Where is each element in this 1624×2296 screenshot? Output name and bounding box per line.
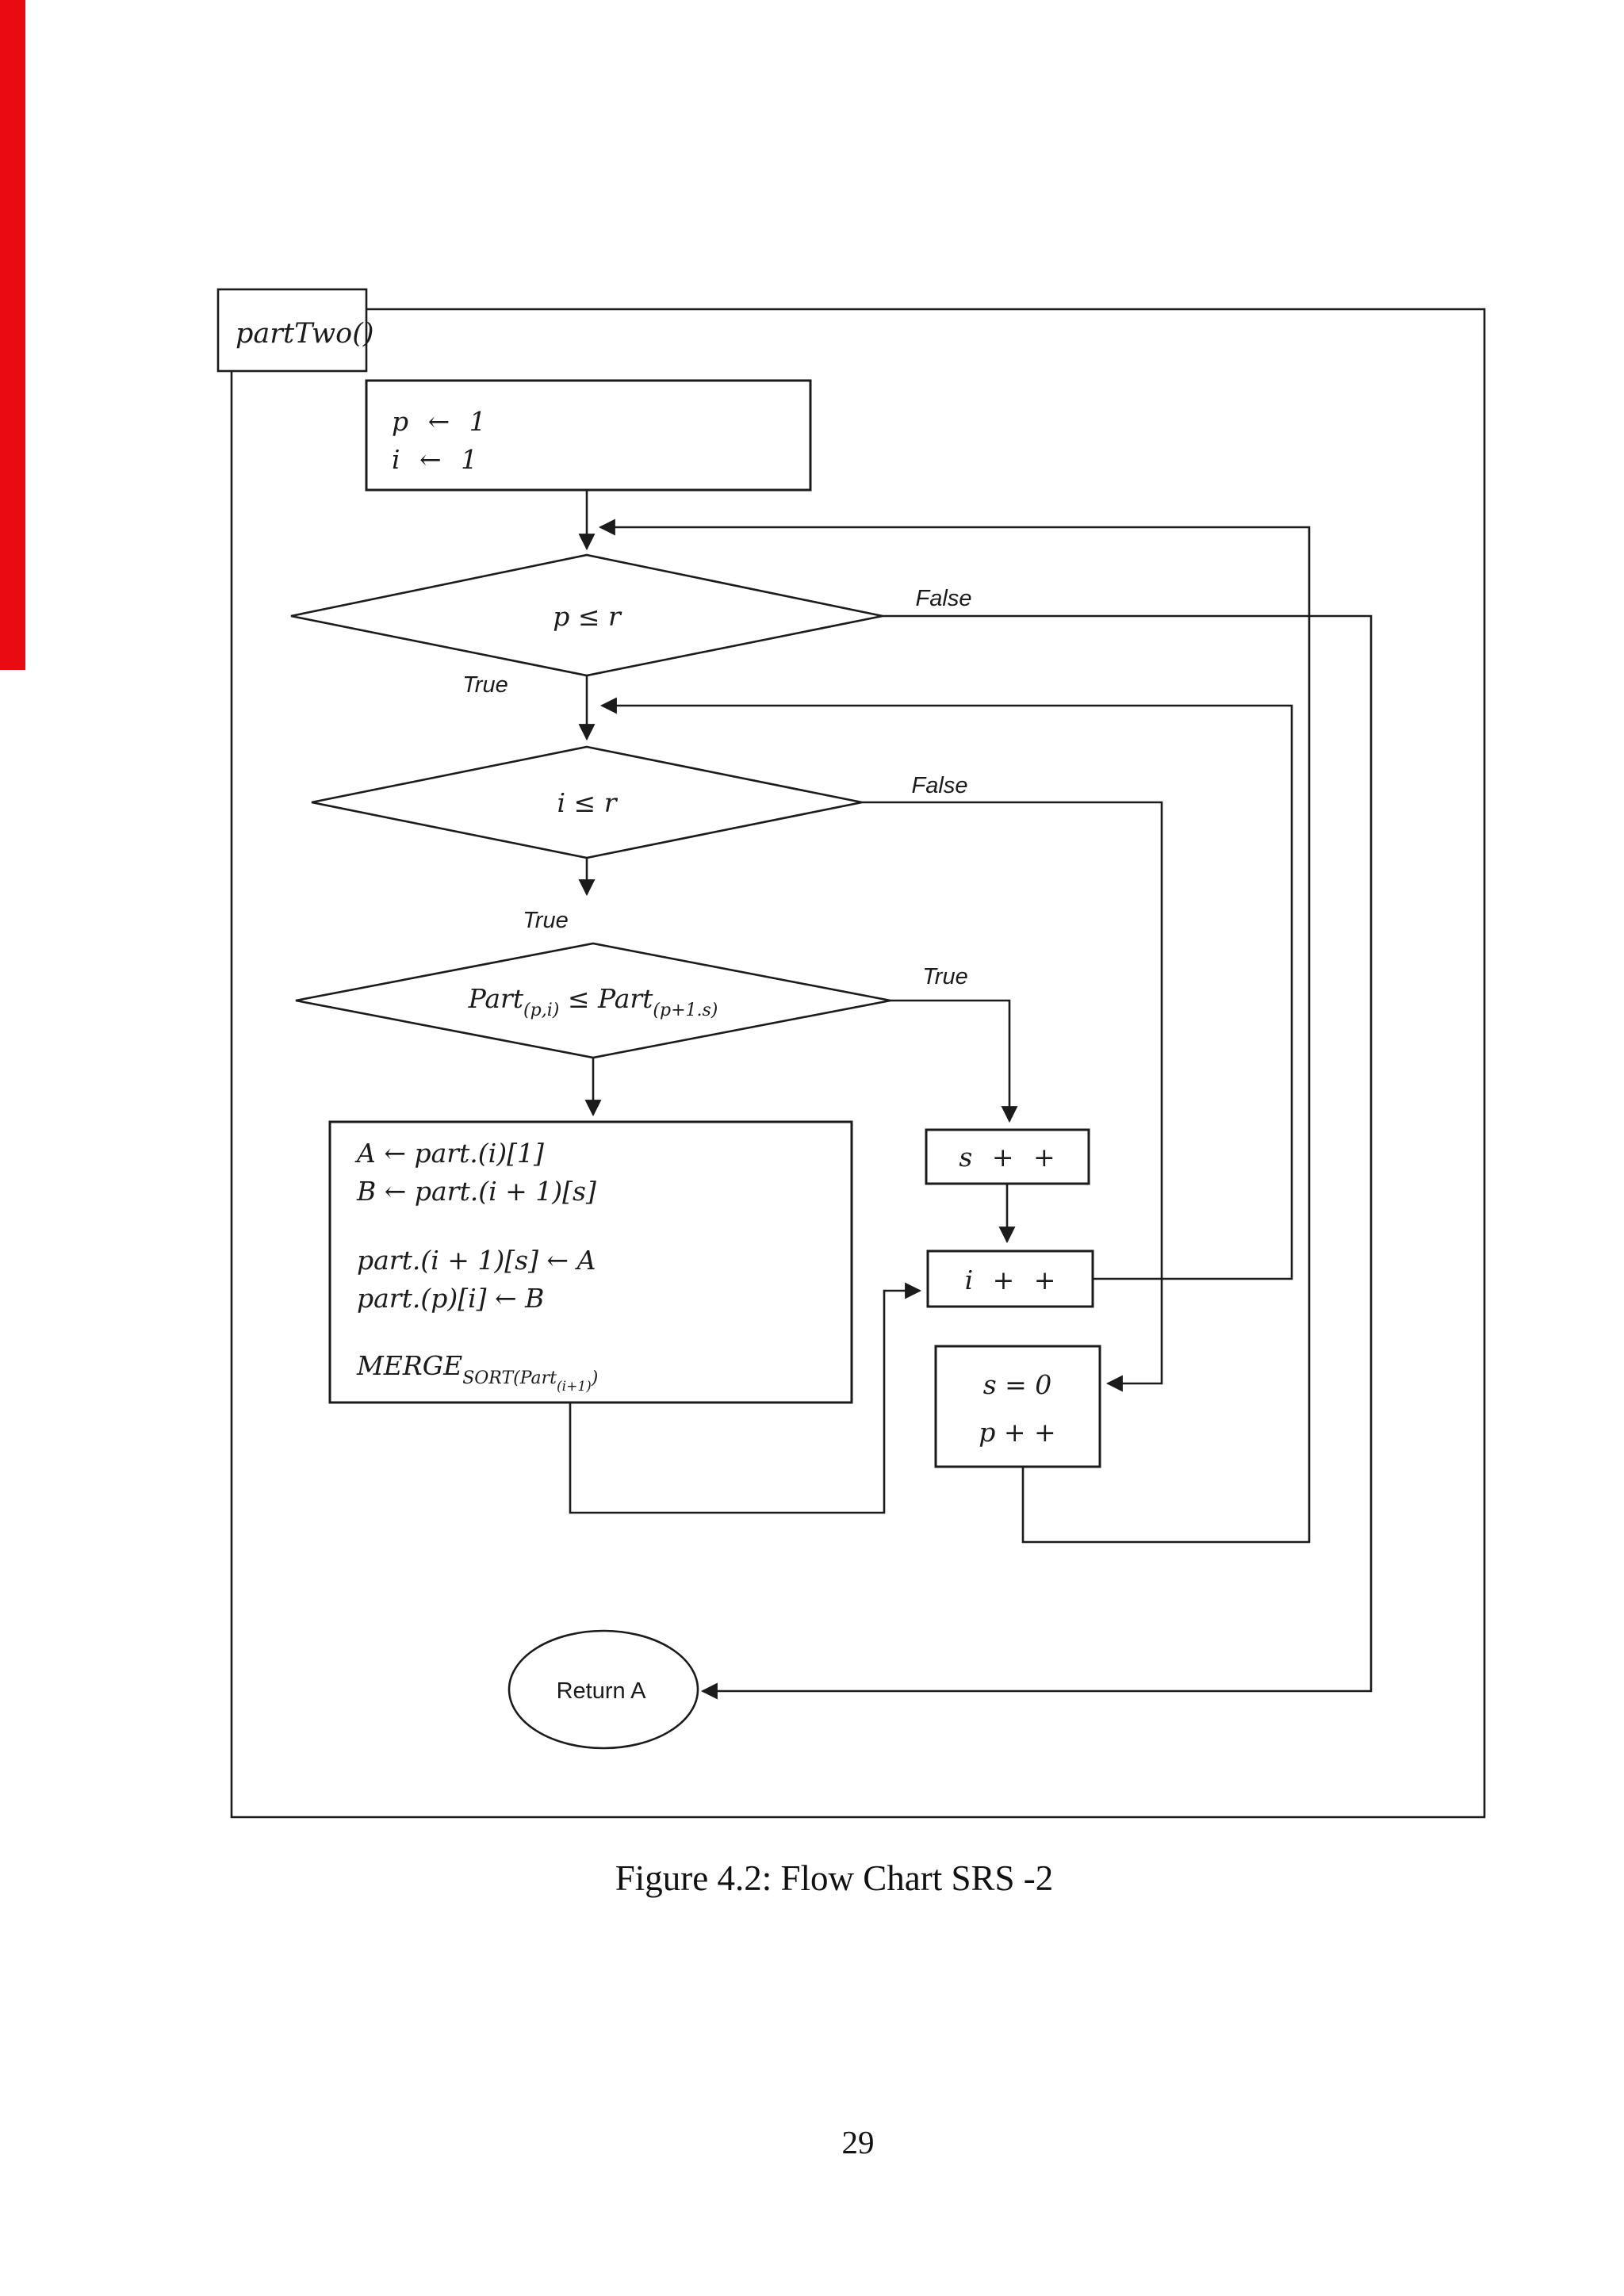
decision-part-sub1: (p,i): [523, 1001, 559, 1020]
decision-part-base1: Part: [468, 983, 524, 1014]
scan-artifact-strip: [0, 0, 25, 670]
init-line-2: i ← 1: [392, 444, 477, 475]
swap-line-2: B ← part.(i + 1)[s]: [356, 1176, 596, 1207]
figure-caption: Figure 4.2: Flow Chart SRS -2: [615, 1858, 1054, 1898]
i-increment-box: [926, 1249, 1094, 1308]
return-node: [508, 1629, 699, 1750]
merge-main: MERGE: [356, 1350, 462, 1381]
s-increment-label: s + +: [959, 1142, 1055, 1173]
init-box: [365, 379, 812, 492]
decision-i-condition: i ≤ r: [557, 787, 619, 818]
reset-line-1: s = 0: [983, 1369, 1052, 1400]
page-number: 29: [842, 2124, 875, 2160]
merge-sub: SORT(Part: [462, 1368, 557, 1388]
decision-p-true-label: True: [462, 672, 508, 698]
decision-p-false-label: False: [916, 586, 972, 611]
flowchart-frame: [230, 308, 1486, 1819]
function-label-box: [216, 288, 368, 373]
init-line-1: p ← 1: [392, 406, 486, 437]
edge-decision-part-true-to-s-inc: [891, 999, 1018, 1123]
decision-part-operator: ≤: [559, 983, 598, 1014]
decision-p-diamond: [290, 553, 883, 677]
reset-line-2: p + +: [979, 1417, 1055, 1448]
edge-decision-p-false-to-return: [700, 614, 1373, 1700]
swap-line-4: part.(p)[i] ← B: [357, 1283, 544, 1314]
swap-line-3: part.(i + 1)[s] ← A: [357, 1245, 596, 1276]
s-increment-box: [925, 1128, 1090, 1185]
merge-subsub: (i+1): [557, 1379, 592, 1395]
swap-box: [328, 1120, 853, 1404]
decision-part-condition: Part(p,i) ≤ Part(p+1.s): [468, 983, 718, 1020]
decision-part-diamond: [295, 942, 891, 1059]
i-increment-label: i + +: [965, 1265, 1056, 1295]
decision-i-false-label: False: [912, 773, 968, 798]
reset-box: [934, 1345, 1101, 1468]
edge-p-loop-return: [598, 519, 1311, 1544]
merge-close: ): [591, 1368, 599, 1388]
decision-p-condition: p ≤ r: [553, 601, 622, 632]
decision-i-diamond: [311, 745, 863, 859]
edge-decision-i-false-to-reset: [862, 801, 1163, 1392]
decision-i-true-label: True: [523, 908, 568, 933]
decision-part-base2: Part: [597, 983, 653, 1014]
decision-part-true-label: True: [922, 964, 967, 989]
edge-i-loop-return: [599, 697, 1293, 1280]
return-label: Return A: [557, 1678, 646, 1704]
swap-merge-line: MERGESORT(Part(i+1)): [356, 1350, 598, 1395]
edge-swap-to-i-inc: [569, 1282, 922, 1514]
function-label: partTwo(): [236, 318, 374, 350]
swap-line-1: A ← part.(i)[1]: [354, 1138, 544, 1169]
decision-part-sub2: (p+1.s): [653, 1001, 718, 1020]
